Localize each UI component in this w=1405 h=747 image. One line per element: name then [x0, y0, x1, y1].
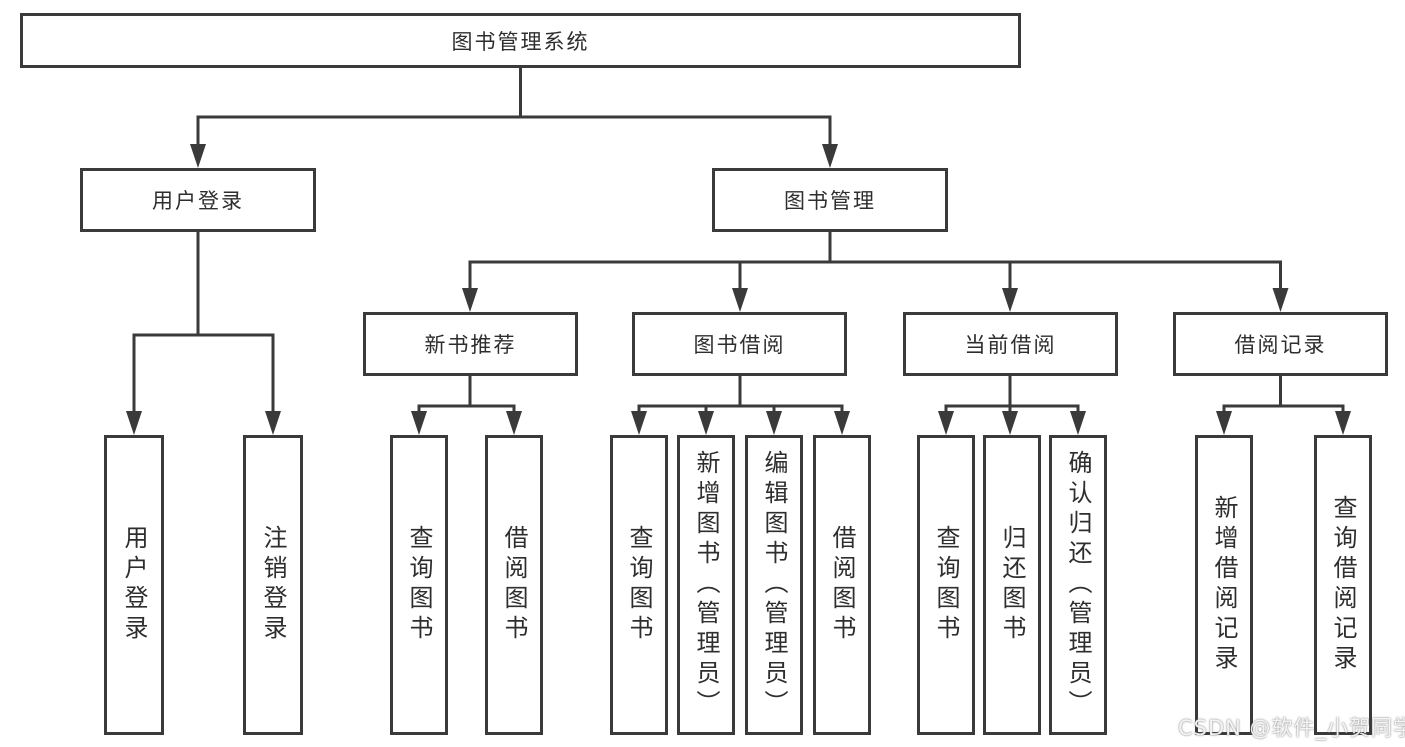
leaf-query-books-borrow: 查询图书 — [610, 435, 668, 735]
leaf-add-borrow-record: 新增借阅记录 — [1195, 435, 1253, 735]
node-root: 图书管理系统 — [20, 13, 1021, 68]
leaf-borrow-books-recommend: 借阅图书 — [485, 435, 543, 735]
leaf-confirm-return-admin: 确认归还（管理员） — [1049, 435, 1107, 735]
csdn-watermark: CSDN @软件_小贺同学 — [1178, 716, 1405, 740]
leaf-user-login: 用户登录 — [104, 435, 164, 735]
node-current-borrow: 当前借阅 — [903, 312, 1118, 376]
node-book-borrow: 图书借阅 — [632, 312, 847, 376]
leaf-query-books-current: 查询图书 — [917, 435, 975, 735]
node-new-book-recommend: 新书推荐 — [363, 312, 578, 376]
leaf-return-book: 归还图书 — [983, 435, 1041, 735]
leaf-edit-book-admin: 编辑图书（管理员） — [745, 435, 803, 735]
leaf-add-book-admin: 新增图书（管理员） — [677, 435, 735, 735]
node-user-login: 用户登录 — [80, 168, 316, 232]
leaf-query-borrow-record: 查询借阅记录 — [1314, 435, 1372, 735]
leaf-borrow-books: 借阅图书 — [813, 435, 871, 735]
leaf-query-books-recommend: 查询图书 — [390, 435, 448, 735]
leaf-logout: 注销登录 — [243, 435, 303, 735]
node-book-management: 图书管理 — [712, 168, 948, 232]
node-borrow-records: 借阅记录 — [1173, 312, 1388, 376]
